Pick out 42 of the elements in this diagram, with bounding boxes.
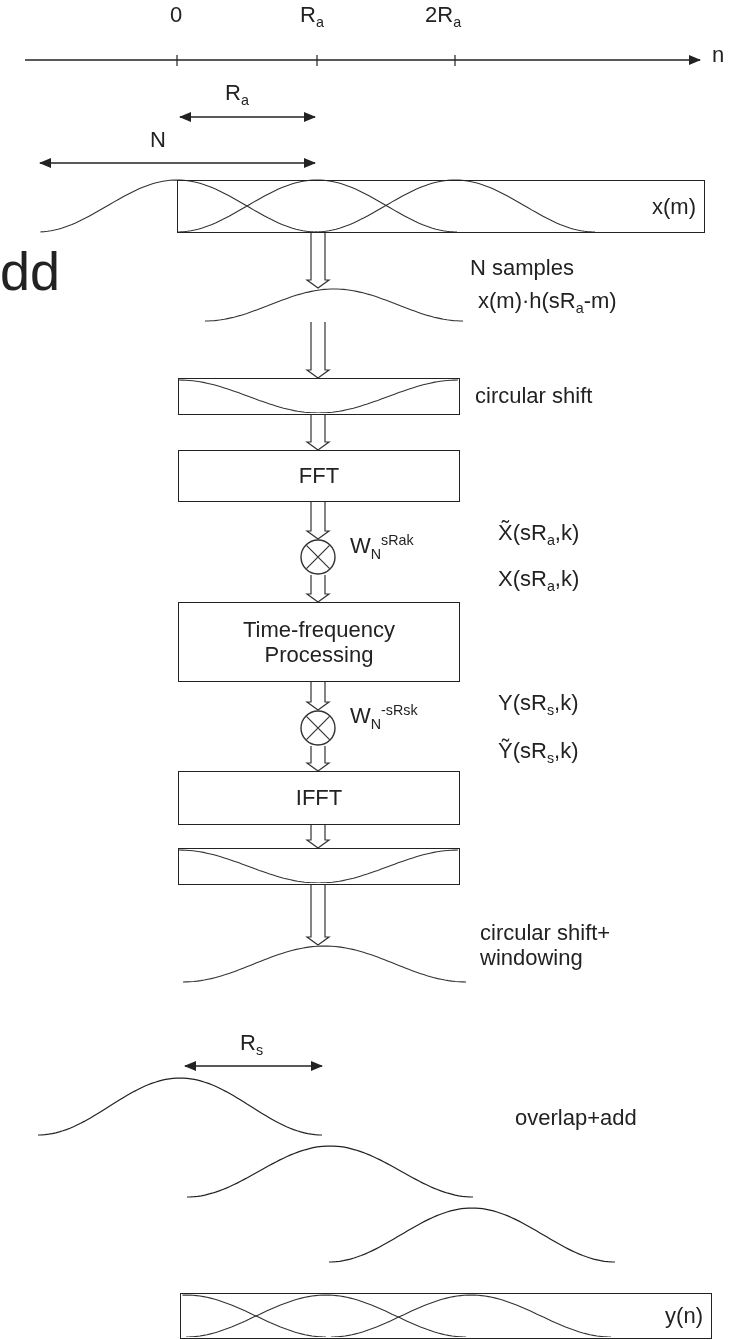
signal-label: circular shift+ windowing <box>480 920 612 971</box>
signal-label: circular shift <box>475 383 593 409</box>
multiplier-icon <box>300 710 336 746</box>
axis-label: n <box>712 42 725 68</box>
shifted-window-box <box>178 378 460 415</box>
signal-label: Ỹ(sR$_{s}$,k) <box>498 738 579 767</box>
window-curve <box>183 945 466 983</box>
step-label: N samples <box>470 255 574 281</box>
dimension-label: R$_{s}$ <box>240 1030 264 1059</box>
node-text: FFT <box>297 463 341 489</box>
node-text: x(m) <box>652 193 696 220</box>
node-text: y(n) <box>665 1303 703 1329</box>
signal-label: Y(sR$_{s}$,k) <box>498 690 579 719</box>
hollow-arrow <box>305 414 331 451</box>
tick-label: 0 <box>170 2 183 28</box>
node-text: Time-frequency Processing <box>242 616 396 668</box>
process-box <box>178 602 460 682</box>
dimension-label: R$_{a}$ <box>225 80 249 109</box>
hollow-arrow <box>305 232 331 289</box>
process-box <box>180 1293 712 1339</box>
process-box <box>178 771 460 825</box>
hollow-arrow <box>305 501 331 540</box>
window-curve <box>205 288 463 322</box>
hollow-arrow <box>305 681 331 711</box>
process-box <box>177 180 705 233</box>
shifted-window-box <box>178 848 460 885</box>
hollow-arrow <box>305 745 331 772</box>
hollow-arrow <box>305 884 331 946</box>
multiplier-icon <box>300 539 336 575</box>
partial-text: dd <box>0 240 61 303</box>
step-label: overlap+add <box>515 1105 637 1131</box>
signal-label: X(sR$_{a}$,k) <box>498 566 580 595</box>
tick-label: R$_{a}$ <box>300 2 324 31</box>
hollow-arrow <box>305 824 331 849</box>
tick-label: 2R$_{a}$ <box>425 2 462 31</box>
node-text: IFFT <box>294 785 344 811</box>
process-box <box>178 450 460 502</box>
hollow-arrow <box>305 321 331 379</box>
signal-label: x(m)·h(sR$_{a}$-m) <box>478 288 617 317</box>
signal-label: X̃(sR$_{a}$,k) <box>498 520 580 549</box>
hollow-arrow <box>305 574 331 603</box>
dimension-label: N <box>150 127 166 153</box>
